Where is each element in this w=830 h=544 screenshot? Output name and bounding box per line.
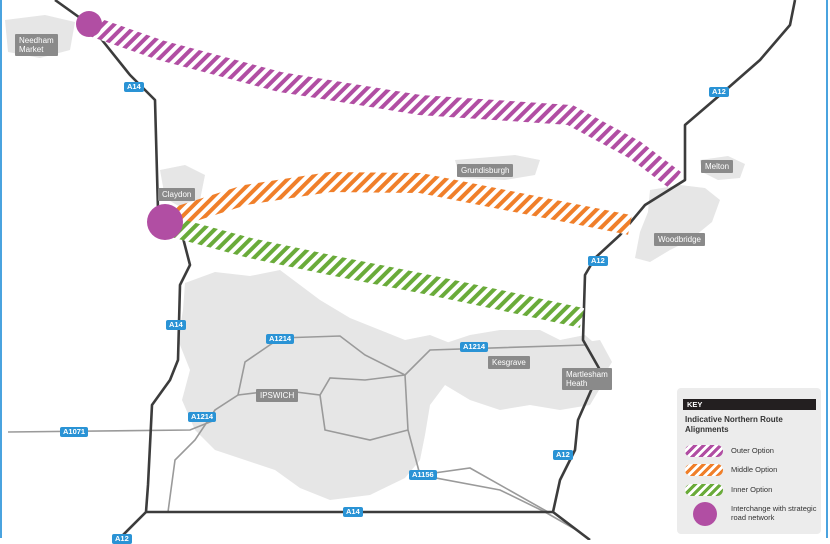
road-label-a1214-ipswich: A1214 [188,412,217,422]
outer-option-swatch [685,445,723,457]
interchange-swatch-icon [693,502,717,526]
map-key: KEY Indicative Northern Route Alignments… [677,388,821,534]
key-label-interchange: Interchange with strategic road network [731,504,817,522]
outer-option-route [84,15,681,188]
road-label-a12-north: A12 [709,87,729,97]
road-label-a1156: A1156 [409,470,437,480]
needham-interchange-marker [76,11,102,37]
key-row-middle: Middle Option [685,461,819,481]
road-label-a12-mid: A12 [588,256,608,266]
place-martlesham-heath: Martlesham Heath [562,368,612,390]
place-needham-market: Needham Market [15,34,58,56]
place-claydon: Claydon [158,188,196,201]
key-row-inner: Inner Option [685,481,819,501]
place-ipswich: IPSWICH [256,389,299,402]
inner-option-route [162,215,585,328]
key-label-inner: Inner Option [731,485,773,494]
road-label-a14-south: A14 [343,507,363,517]
key-subheading: Indicative Northern Route Alignments [685,415,783,434]
place-woodbridge: Woodbridge [654,233,705,246]
key-row-outer: Outer Option [685,442,819,462]
a14-road [54,0,192,540]
road-label-a1214-west: A1214 [266,334,295,344]
key-heading: KEY [683,399,816,410]
place-melton: Melton [701,160,734,173]
road-label-a14-north: A14 [124,82,144,92]
middle-option-route [156,171,632,235]
key-row-interchange: Interchange with strategic road network [685,502,819,530]
key-label-outer: Outer Option [731,446,774,455]
claydon-interchange-marker [147,204,183,240]
key-label-middle: Middle Option [731,465,778,474]
local-roads [7,335,586,533]
ipswich-urban-area [178,270,470,500]
inner-option-swatch [685,484,723,496]
road-label-a1071: A1071 [60,427,89,437]
road-label-a14-mid: A14 [166,320,186,330]
road-label-a1214-east: A1214 [460,342,489,352]
woodbridge-urban-area [635,185,720,262]
place-kesgrave: Kesgrave [488,356,530,369]
middle-option-swatch [685,464,723,476]
road-label-a12-corner: A12 [112,534,132,544]
road-label-a12-south: A12 [553,450,573,460]
route-options [84,15,681,328]
place-grundisburgh: Grundisburgh [457,164,514,177]
